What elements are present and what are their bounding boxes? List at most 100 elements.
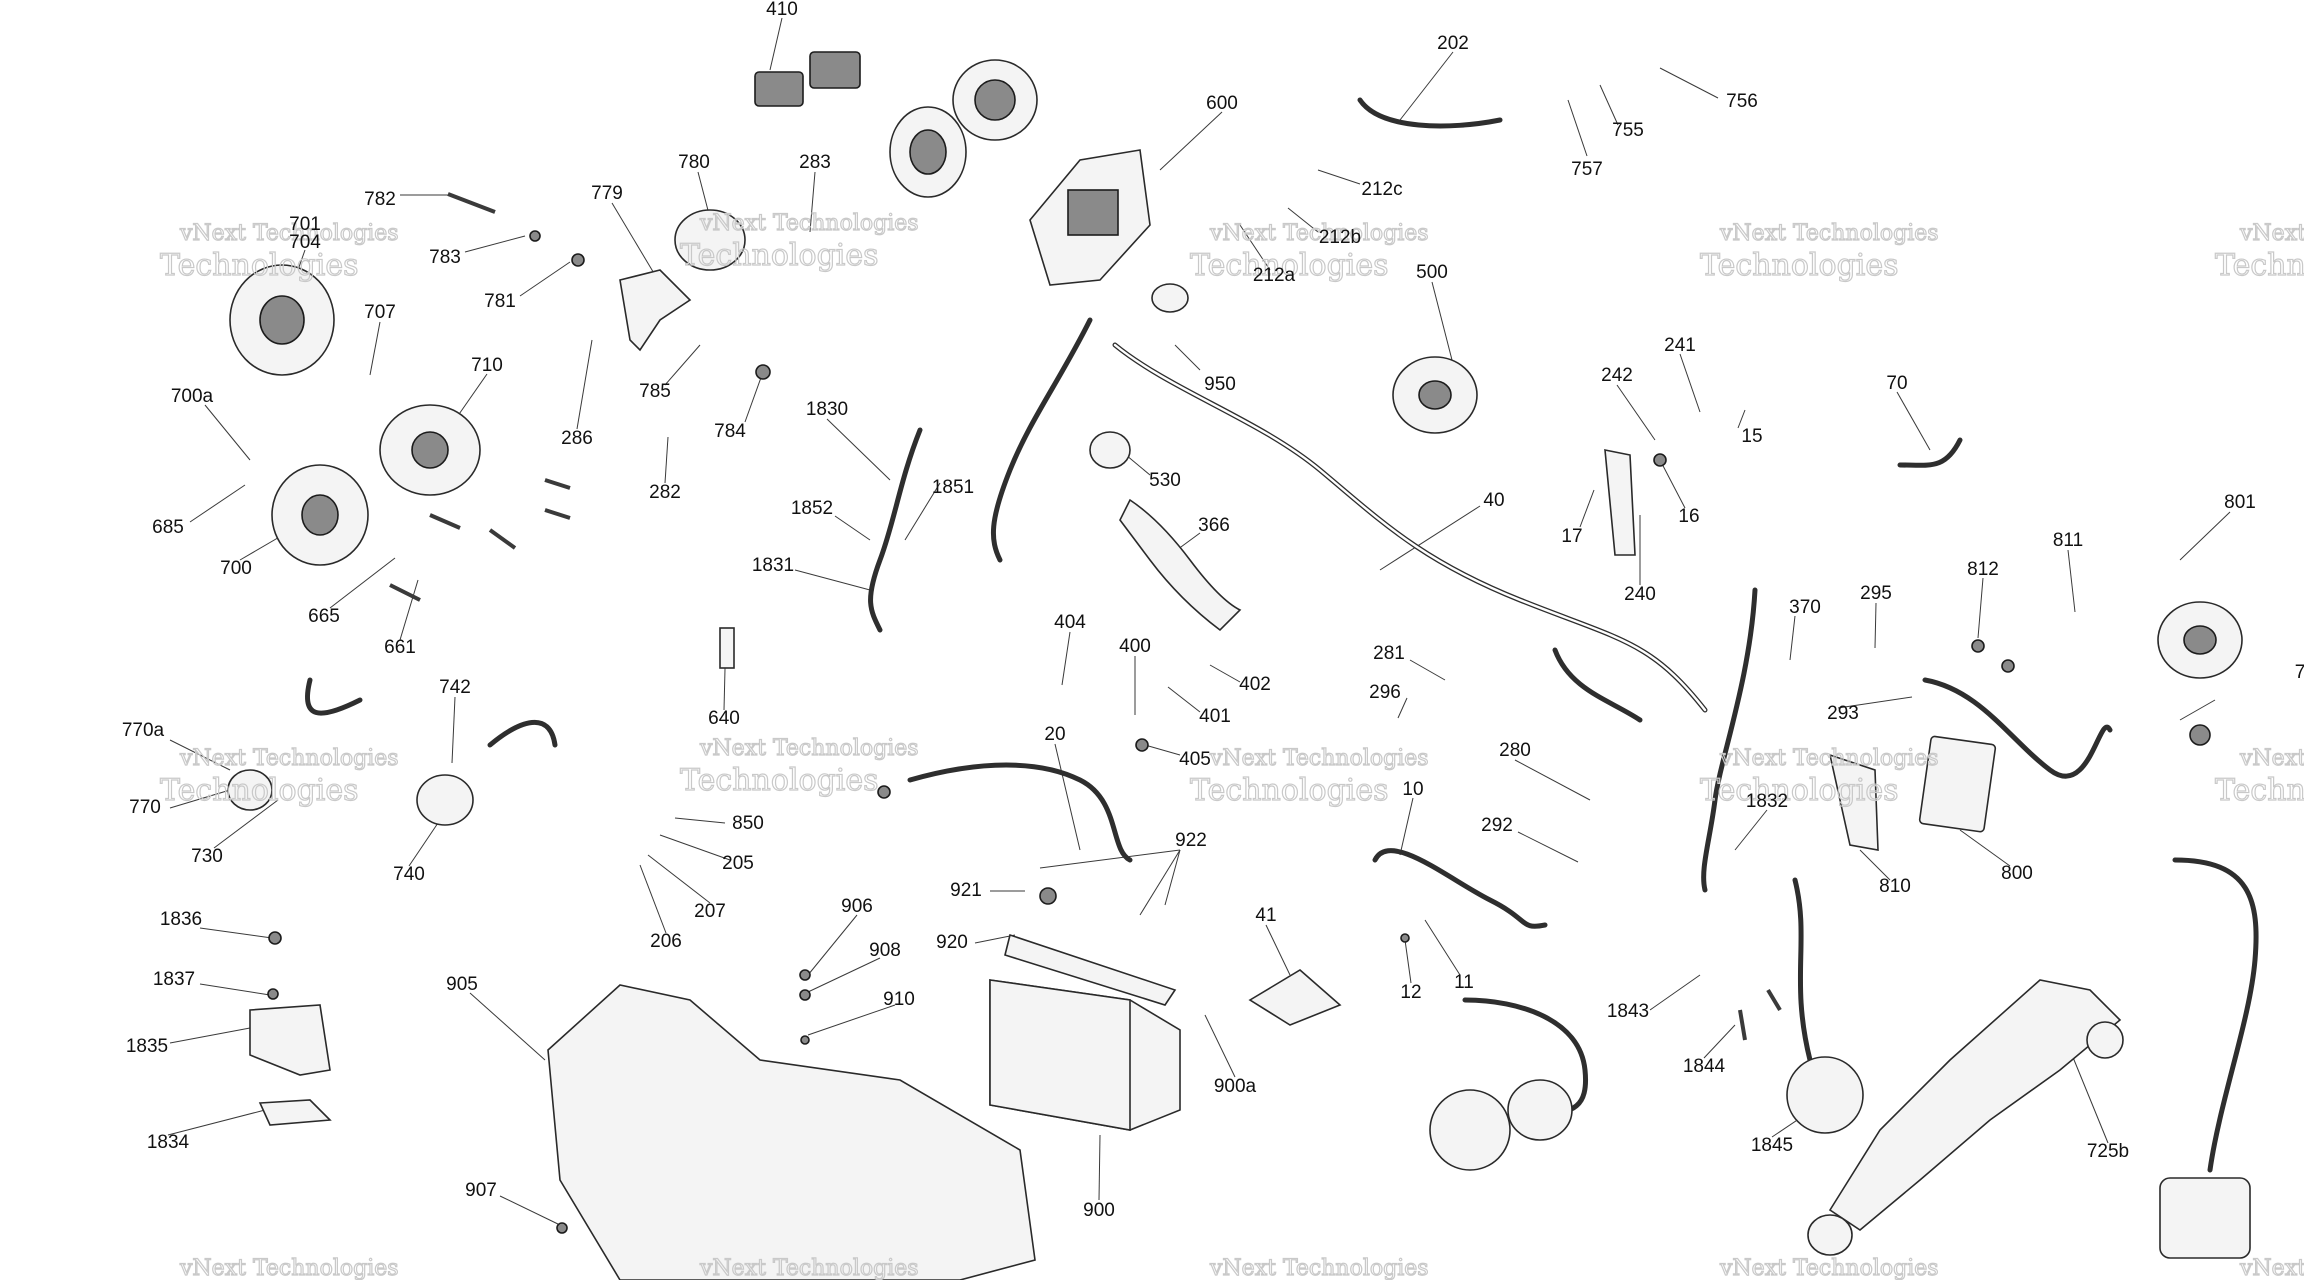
callout-1835: 1835 (126, 1036, 168, 1057)
callout-1852: 1852 (791, 498, 833, 519)
watermarks: vNext Technologies Technologies vNext Te… (159, 210, 2304, 1280)
watermark: vNext Technologies (1209, 746, 1429, 771)
callout-282: 282 (649, 482, 681, 503)
callout-785: 785 (639, 381, 671, 402)
callout-15: 15 (1741, 426, 1762, 447)
parts (227, 51, 2251, 1280)
callout-240: 240 (1624, 584, 1656, 605)
callout-1830: 1830 (806, 399, 848, 420)
callout-70: 70 (1886, 373, 1907, 394)
callout-1844: 1844 (1683, 1056, 1726, 1077)
callout-206: 206 (650, 931, 682, 952)
callout-756: 756 (1726, 91, 1758, 112)
leader-lines (167, 17, 2231, 1226)
callout-280: 280 (1499, 740, 1531, 761)
callout-725b: 725b (2087, 1141, 2129, 1162)
callout-640: 640 (708, 708, 740, 729)
harnesses (304, 97, 2259, 1173)
watermark: Technologies (680, 763, 879, 798)
callout-17: 17 (1561, 526, 1582, 547)
callout-207: 207 (694, 901, 726, 922)
callout-1843: 1843 (1607, 1001, 1649, 1022)
callout-293: 293 (1827, 703, 1859, 724)
callout-1845: 1845 (1751, 1135, 1793, 1156)
callout-770: 770 (129, 797, 161, 818)
callout-202: 202 (1437, 33, 1469, 54)
callout-1837: 1837 (153, 969, 195, 990)
callout-780: 780 (678, 152, 710, 173)
callout-781: 781 (484, 291, 516, 312)
callout-730: 730 (191, 846, 223, 867)
callout-779: 779 (591, 183, 623, 204)
callout-950: 950 (1204, 374, 1236, 395)
callout-783: 783 (429, 247, 461, 268)
watermark: vNext Technologies (699, 1256, 919, 1280)
watermark: vNext Technologies (179, 221, 399, 246)
callout-400: 400 (1119, 636, 1151, 657)
watermark: vNext Technologies (699, 736, 919, 761)
callout-366: 366 (1198, 515, 1230, 536)
callout-370: 370 (1789, 597, 1821, 618)
watermark: vNext Technologies (1209, 1256, 1429, 1280)
watermark: vNext Technologies (179, 1256, 399, 1280)
callout-905: 905 (446, 974, 478, 995)
callout-920: 920 (936, 932, 968, 953)
watermark: vNext Technologies (699, 211, 919, 236)
callout-700: 700 (220, 558, 252, 579)
watermark: Technologies (2215, 248, 2304, 283)
watermark: vNext Technologies (1719, 746, 1939, 771)
watermark: vNext (2239, 746, 2304, 771)
callout-241: 241 (1664, 335, 1696, 356)
callout-900: 900 (1083, 1200, 1115, 1221)
callout-296: 296 (1369, 682, 1401, 703)
callout-700a: 700a (171, 386, 214, 407)
callout-205: 205 (722, 853, 754, 874)
watermark: Technologies (680, 238, 879, 273)
callout-907: 907 (465, 1180, 497, 1201)
callout-404: 404 (1054, 612, 1086, 633)
callout-922: 922 (1175, 830, 1207, 851)
watermark: Technologies (160, 773, 359, 808)
callout-500: 500 (1416, 262, 1448, 283)
callout-212a: 212a (1253, 265, 1296, 286)
callout-20: 20 (1044, 724, 1065, 745)
watermark: vNext (2239, 1256, 2304, 1280)
callout-908: 908 (869, 940, 901, 961)
watermark: vNext Technologies (1719, 221, 1939, 246)
callout-755: 755 (1612, 120, 1644, 141)
callout-810: 810 (1879, 876, 1911, 897)
callout-281: 281 (1373, 643, 1405, 664)
callout-910: 910 (883, 989, 915, 1010)
callout-850: 850 (732, 813, 764, 834)
callout-212c: 212c (1361, 179, 1402, 200)
callout-40: 40 (1483, 490, 1504, 511)
callout-1832: 1832 (1746, 791, 1788, 812)
callout-685: 685 (152, 517, 184, 538)
watermark: Technologies (160, 248, 359, 283)
callout-811: 811 (2053, 530, 2083, 551)
callout-1831: 1831 (752, 555, 794, 576)
callout-10: 10 (1402, 779, 1423, 800)
callout-742: 742 (439, 677, 471, 698)
callout-16: 16 (1678, 506, 1699, 527)
callout-405: 405 (1179, 749, 1211, 770)
callout-661: 661 (384, 637, 416, 658)
watermark: vNext Technologies (1209, 221, 1429, 246)
callout-1851: 1851 (932, 477, 974, 498)
callout-906: 906 (841, 896, 873, 917)
callout-212b: 212b (1319, 227, 1361, 248)
callout-12: 12 (1400, 982, 1421, 1003)
watermark: vNext Technologies (179, 746, 399, 771)
callout-770a: 770a (122, 720, 165, 741)
callout-242: 242 (1601, 365, 1633, 386)
callout-402: 402 (1239, 674, 1271, 695)
callout-292: 292 (1481, 815, 1513, 836)
callout-701: 701 (289, 214, 321, 235)
callout-812: 812 (1967, 559, 1999, 580)
watermark: Technologies (1700, 248, 1899, 283)
watermark: Technologies (2215, 773, 2304, 808)
callout-665: 665 (308, 606, 340, 627)
callout-410: 410 (766, 0, 798, 20)
watermark: vNext Technologies (1719, 1256, 1939, 1280)
callout-707: 707 (364, 302, 396, 323)
